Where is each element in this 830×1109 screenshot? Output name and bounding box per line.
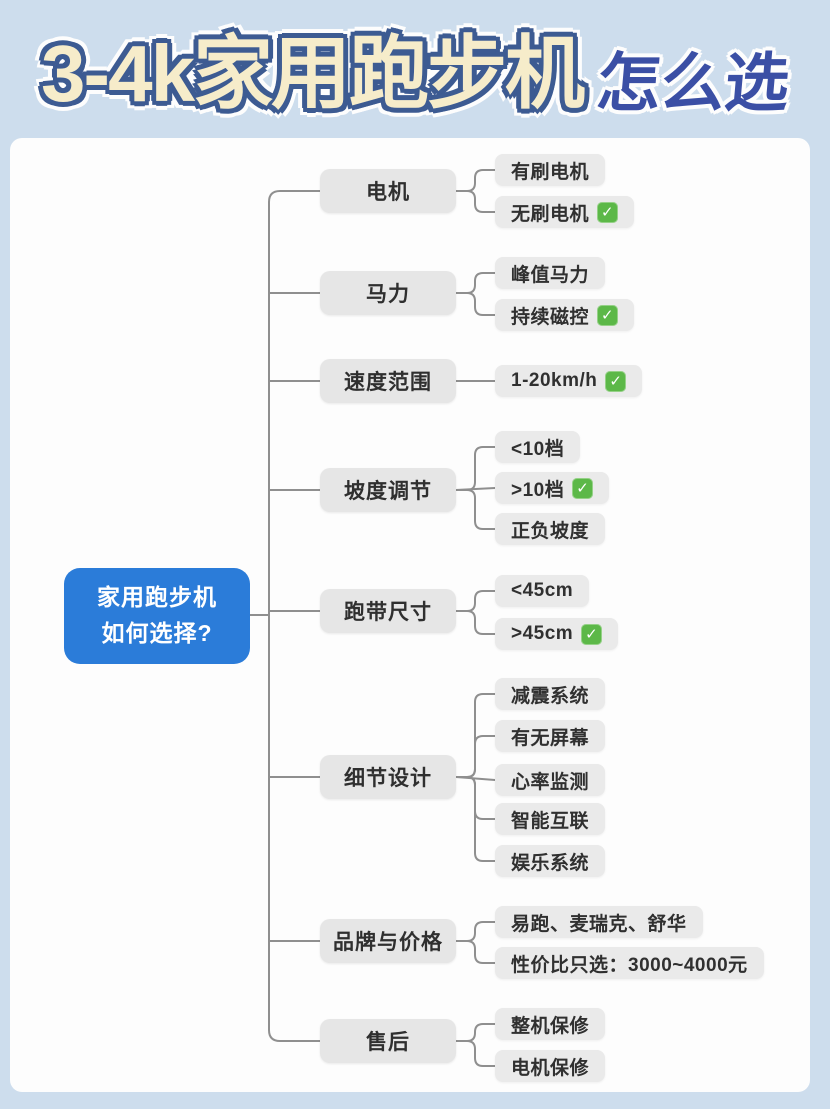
leaf-label: 心率监测 bbox=[511, 771, 590, 793]
leaf-label: 娱乐系统 bbox=[511, 852, 590, 874]
leaf-node: >45cm ✓ bbox=[495, 618, 619, 650]
leaf-node: 娱乐系统 bbox=[495, 845, 606, 877]
leaf-label: 性价比只选：3000~4000元 bbox=[511, 954, 748, 976]
leaf-label: 电机保修 bbox=[511, 1057, 590, 1079]
leaf-label: 减震系统 bbox=[511, 685, 590, 707]
leaf-node: 电机保修 bbox=[495, 1050, 606, 1082]
leaf-node: 有无屏幕 bbox=[495, 720, 606, 752]
leaf-label: 峰值马力 bbox=[511, 264, 590, 286]
title-suffix: 怎么选 bbox=[593, 47, 793, 119]
branch-belt-size: 跑带尺寸 bbox=[320, 589, 456, 633]
check-icon: ✓ bbox=[597, 201, 619, 223]
leaf-node: 性价比只选：3000~4000元 bbox=[495, 947, 764, 979]
branch-after-sales: 售后 bbox=[320, 1019, 456, 1063]
leaf-label: <10档 bbox=[511, 438, 565, 460]
leaf-node: 心率监测 bbox=[495, 764, 606, 796]
root-node: 家用跑步机 如何选择? bbox=[64, 568, 250, 664]
leaf-label: 正负坡度 bbox=[511, 520, 590, 542]
leaf-node: 正负坡度 bbox=[495, 513, 606, 545]
branch-horsepower: 马力 bbox=[320, 271, 456, 315]
leaf-node: 智能互联 bbox=[495, 803, 606, 835]
leaf-label: 无刷电机 bbox=[511, 203, 590, 225]
leaf-node: 持续磁控 ✓ bbox=[495, 299, 635, 331]
title-main: 3-4k家用跑步机 3-4k家用跑步机 bbox=[40, 29, 585, 118]
root-node-line2: 如何选择? bbox=[101, 620, 213, 646]
leaf-label: <45cm bbox=[511, 580, 574, 601]
leaf-node: 减震系统 bbox=[495, 678, 606, 710]
leaf-label: 持续磁控 bbox=[511, 306, 590, 328]
branch-motor: 电机 bbox=[320, 169, 456, 213]
check-icon: ✓ bbox=[572, 477, 594, 499]
leaf-node: >10档 ✓ bbox=[495, 472, 610, 504]
branch-incline: 坡度调节 bbox=[320, 468, 456, 512]
leaf-label: 易跑、麦瑞克、舒华 bbox=[511, 913, 687, 935]
leaf-label: >45cm bbox=[511, 623, 574, 644]
branch-detail-design: 细节设计 bbox=[320, 755, 456, 799]
leaf-label: 有无屏幕 bbox=[511, 727, 590, 749]
branch-speed-range: 速度范围 bbox=[320, 359, 456, 403]
title-main-fill: 3-4k家用跑步机 bbox=[40, 29, 585, 118]
leaf-node: 有刷电机 bbox=[495, 154, 606, 186]
leaf-node: 1-20km/h ✓ bbox=[495, 365, 643, 397]
leaf-node: 无刷电机 ✓ bbox=[495, 196, 635, 228]
leaf-label: 智能互联 bbox=[511, 810, 590, 832]
leaf-label: 整机保修 bbox=[511, 1015, 590, 1037]
leaf-node: 峰值马力 bbox=[495, 257, 606, 289]
page-title: 3-4k家用跑步机 3-4k家用跑步机 怎么选 bbox=[0, 14, 830, 134]
check-icon: ✓ bbox=[597, 304, 619, 326]
leaf-node: <10档 bbox=[495, 431, 581, 463]
title-main-outline: 3-4k家用跑步机 bbox=[40, 29, 585, 118]
branch-brand-price: 品牌与价格 bbox=[320, 919, 456, 963]
check-icon: ✓ bbox=[605, 370, 627, 392]
leaf-node: 整机保修 bbox=[495, 1008, 606, 1040]
leaf-node: <45cm bbox=[495, 575, 590, 607]
leaf-label: 1-20km/h bbox=[511, 370, 598, 391]
leaf-label: 有刷电机 bbox=[511, 161, 590, 183]
leaf-label: >10档 bbox=[511, 479, 565, 501]
root-node-line1: 家用跑步机 bbox=[97, 584, 217, 611]
leaf-node: 易跑、麦瑞克、舒华 bbox=[495, 906, 703, 938]
check-icon: ✓ bbox=[581, 623, 603, 645]
